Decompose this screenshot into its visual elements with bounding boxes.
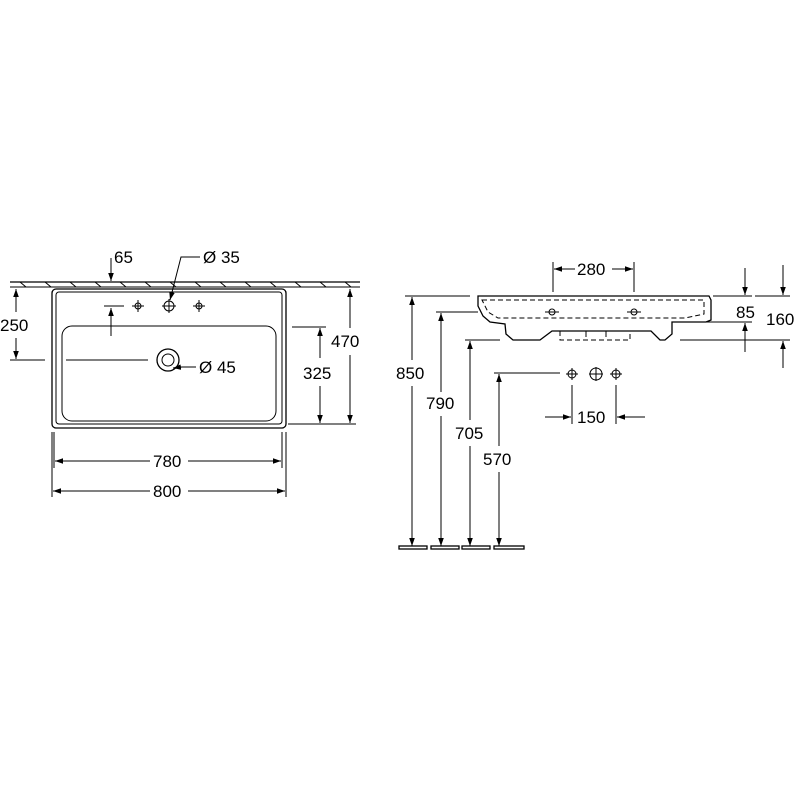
basin-side-profile — [477, 295, 712, 341]
dim-325-label: 325 — [303, 364, 331, 383]
dim-250-label: 250 — [0, 316, 28, 335]
dim-65-label: 65 — [114, 248, 133, 267]
drain-hole — [66, 348, 180, 372]
side-tap-hole-right — [627, 308, 641, 316]
tap-diameter-leader — [169, 256, 200, 301]
tap-hole-left — [132, 300, 144, 312]
dim-85-label: 85 — [736, 303, 755, 322]
drain-diameter-label: Ø 45 — [199, 358, 236, 377]
floor-plates — [398, 545, 525, 550]
drain-diameter-leader — [172, 364, 196, 370]
basin-bowl-outline — [61, 325, 277, 422]
tap-hole-right — [193, 300, 205, 312]
basin-inner-dashed — [481, 299, 705, 319]
dim-705-label: 705 — [455, 424, 483, 443]
tap-hole-diameter-label: Ø 35 — [203, 248, 240, 267]
dim-780-label: 780 — [153, 452, 181, 471]
dim-280-label: 280 — [577, 260, 605, 279]
dim-570-label: 570 — [483, 450, 511, 469]
tap-hole-center — [162, 299, 176, 313]
dim-160-label: 160 — [766, 310, 794, 329]
dim-850-label: 850 — [396, 364, 424, 383]
basin-outer-outline — [51, 288, 287, 429]
side-view: 280 850 790 705 570 — [396, 260, 794, 550]
top-view: Ø 35 Ø 45 65 250 325 470 780 — [0, 248, 360, 501]
basin-deck-outline — [55, 291, 283, 425]
dim-800-label: 800 — [153, 482, 181, 501]
wall-line — [10, 281, 360, 288]
side-tap-hole-left — [545, 308, 559, 316]
three-hole-tap-pattern — [566, 367, 622, 381]
dim-150-label: 150 — [577, 408, 605, 427]
dim-790-label: 790 — [426, 394, 454, 413]
dim-470-label: 470 — [331, 332, 359, 351]
